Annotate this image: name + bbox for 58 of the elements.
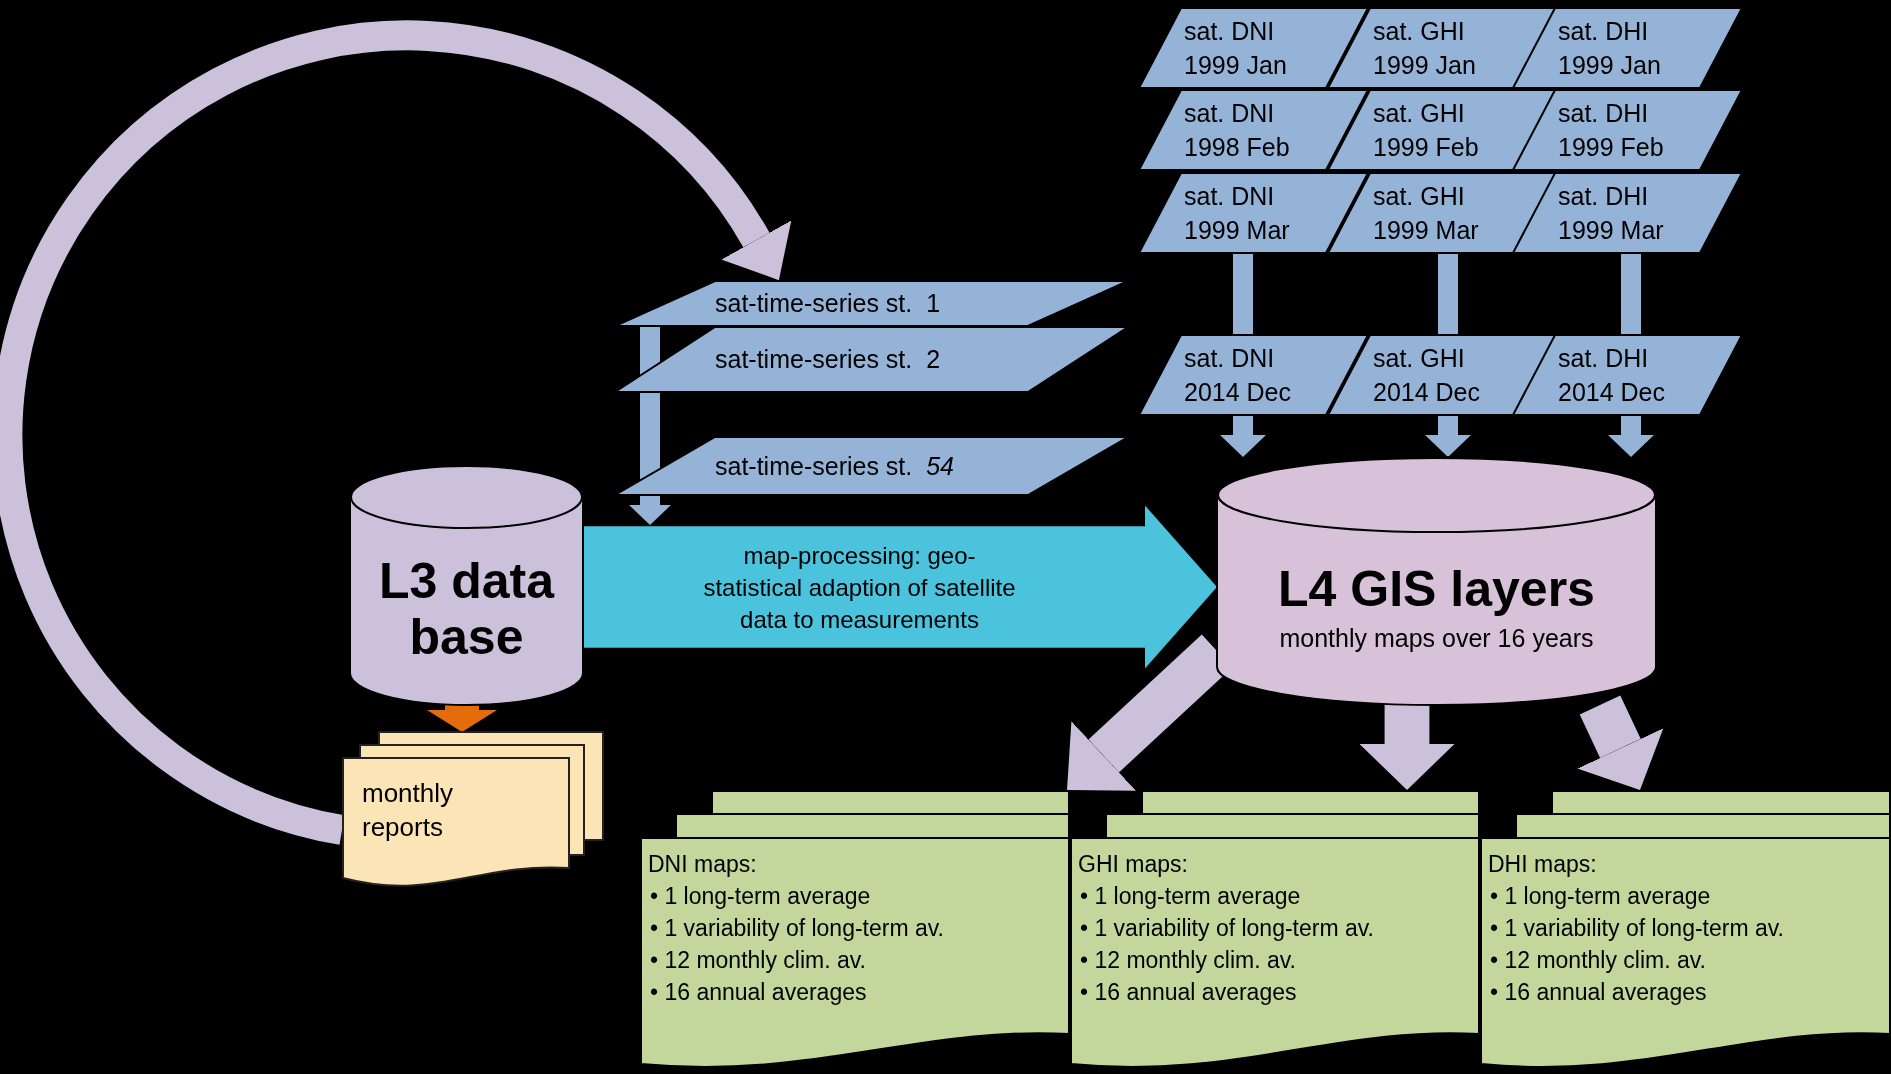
- block-arrow: [0, 20, 790, 845]
- block-arrow: [583, 505, 1217, 669]
- node-title: L4 GIS layers: [1277, 561, 1596, 617]
- node-text: sat. DNI 2014 Dec: [1184, 343, 1293, 408]
- data-layer: [1513, 173, 1742, 253]
- block-arrow: [1425, 415, 1471, 457]
- block-arrow: [1359, 705, 1455, 790]
- block-arrow: [1577, 695, 1664, 791]
- database-cylinder: [350, 465, 583, 705]
- list-item: • 16 annual averages: [1080, 978, 1298, 1007]
- node-text: sat. DNI 1999 Mar: [1184, 181, 1291, 246]
- block-arrow: [1220, 415, 1266, 457]
- data-layer: [615, 437, 1128, 495]
- node-title: L3 data base: [377, 553, 556, 665]
- node-text: sat. DHI 1999 Jan: [1558, 16, 1662, 81]
- list-item: • 1 variability of long-term av.: [650, 914, 944, 943]
- node-text: sat. GHI 1999 Feb: [1373, 98, 1480, 163]
- data-layer: [1513, 335, 1742, 415]
- node-text: sat. DHI 1999 Mar: [1558, 181, 1665, 246]
- list-item: • 16 annual averages: [1490, 978, 1708, 1007]
- list-item: • 1 variability of long-term av.: [1490, 914, 1784, 943]
- connector-bar: [1233, 253, 1253, 335]
- data-layer: [1513, 90, 1742, 170]
- list-item: • 1 long-term average: [650, 882, 872, 911]
- block-arrow: [427, 705, 497, 732]
- list-item: • 12 monthly clim. av.: [650, 946, 867, 975]
- list-item: • 1 long-term average: [1490, 882, 1712, 911]
- node-text: sat-time-series st. 1: [715, 288, 941, 319]
- connector-bar: [1438, 253, 1458, 335]
- node-text: sat. DNI 1999 Jan: [1184, 16, 1288, 81]
- list-heading: GHI maps:: [1078, 850, 1188, 879]
- node-text: sat. DNI 1998 Feb: [1184, 98, 1291, 163]
- node-text: sat. DHI 2014 Dec: [1558, 343, 1667, 408]
- connector-bar: [1621, 253, 1641, 335]
- list-item: • 12 monthly clim. av.: [1080, 946, 1297, 975]
- data-layer: [1139, 90, 1368, 170]
- node-text: sat. DHI 1999 Feb: [1558, 98, 1665, 163]
- database-cylinder: [1217, 457, 1656, 705]
- list-item: • 1 long-term average: [1080, 882, 1302, 911]
- data-layer: [1513, 8, 1742, 88]
- list-heading: DNI maps:: [648, 850, 757, 879]
- node-text: sat. GHI 1999 Jan: [1373, 16, 1477, 81]
- list-item: • 1 variability of long-term av.: [1080, 914, 1374, 943]
- list-heading: DHI maps:: [1488, 850, 1597, 879]
- data-layer: [615, 327, 1128, 392]
- node-text: sat. GHI 2014 Dec: [1373, 343, 1482, 408]
- list-item: • 16 annual averages: [650, 978, 868, 1007]
- node-text: sat-time-series st. 54: [715, 450, 954, 482]
- node-subtitle: monthly maps over 16 years: [1278, 623, 1595, 654]
- block-arrow: [1608, 415, 1654, 457]
- edge-label: map-processing: geo-statistical adaption of satellite data to measurements: [702, 540, 1017, 635]
- data-layer: [1139, 173, 1368, 253]
- data-layer: [1139, 8, 1368, 88]
- node-text: monthly reports: [362, 777, 455, 844]
- node-text: sat. GHI 1999 Mar: [1373, 181, 1480, 246]
- node-text: sat-time-series st. 2: [715, 344, 941, 375]
- list-item: • 12 monthly clim. av.: [1490, 946, 1707, 975]
- data-layer: [1139, 335, 1368, 415]
